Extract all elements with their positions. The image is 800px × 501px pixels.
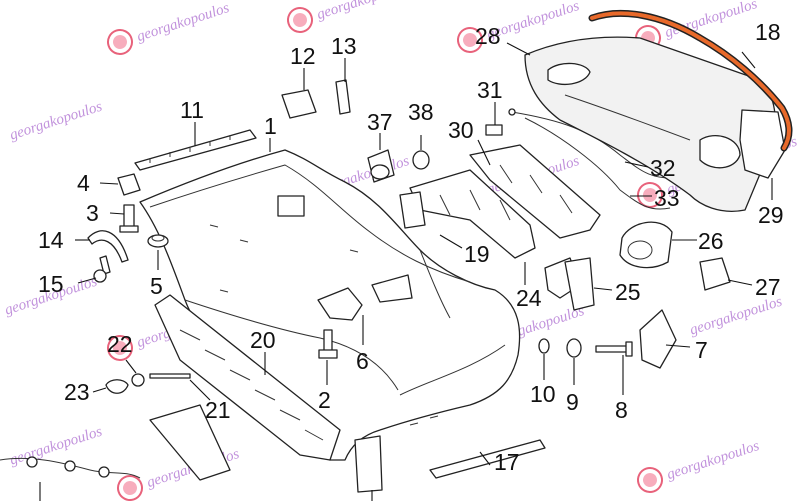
callout-28: 28 (475, 23, 501, 49)
callout-10: 10 (530, 381, 556, 407)
callout-2: 2 (318, 387, 331, 413)
cover-plate-part-12 (281, 89, 317, 119)
clip-bracket-upper (371, 274, 413, 303)
callout-17: 17 (494, 449, 520, 475)
callout-22: 22 (107, 331, 133, 357)
svg-text:georgakopoulos: georgakopoulos (688, 294, 784, 339)
callout-24: 24 (516, 285, 542, 311)
bracket-part-4 (117, 173, 141, 196)
callout-30: 30 (448, 117, 474, 143)
mount-part-27 (699, 257, 731, 291)
callout-15: 15 (38, 271, 64, 297)
callout-6: 6 (356, 348, 369, 374)
clip-part-13 (335, 79, 351, 115)
bolt-part-3 (119, 204, 139, 233)
reinforcement-part-20 (154, 294, 341, 461)
callout-29: 29 (758, 202, 784, 228)
washer-part-9 (566, 338, 582, 358)
bracket-part-21 (149, 404, 231, 481)
ring-part-38 (412, 150, 430, 170)
bolt-part-8 (595, 341, 633, 357)
bracket-part-7 (639, 309, 677, 369)
callout-38: 38 (408, 99, 434, 125)
svg-text:georgakopoulos: georgakopoulos (665, 438, 761, 483)
callout-14: 14 (38, 227, 64, 253)
callout-18: 18 (755, 19, 781, 45)
bracket-part-31 (485, 124, 503, 136)
callout-12: 12 (290, 43, 316, 69)
mounting-bracket-part-30 (409, 144, 601, 259)
exhaust-housing-part-26 (619, 221, 673, 269)
trim-strip-part-18-highlight (590, 11, 791, 150)
callout-37: 37 (367, 109, 393, 135)
sensor-part-37 (367, 149, 395, 183)
svg-text:georgakopoulos: georgakopoulos (135, 0, 231, 45)
clip-bracket-part-6 (317, 287, 363, 321)
callout-31: 31 (477, 77, 503, 103)
svg-text:georgakopoulos: georgakopoulos (663, 0, 759, 41)
callout-11: 11 (180, 97, 204, 123)
rivet-part-2 (318, 329, 338, 359)
exhaust-trim-part-29 (739, 109, 786, 179)
svg-text:georgakopoulos: georgakopoulos (315, 0, 411, 23)
callout-20: 20 (250, 327, 276, 353)
callout-13: 13 (331, 33, 357, 59)
lower-strip-part-17 (429, 439, 546, 479)
callout-9: 9 (566, 389, 579, 415)
callout-3: 3 (86, 200, 99, 226)
callout-25: 25 (615, 279, 641, 305)
callout-5: 5 (150, 273, 163, 299)
callout-21: 21 (205, 397, 231, 423)
lower-bracket (354, 435, 383, 493)
wiring-harness-bottom (0, 456, 141, 479)
sensor-bracket-part-14 (87, 230, 129, 263)
callout-27: 27 (755, 274, 781, 300)
bolt-part-23 (105, 379, 129, 394)
leader-lines (39, 42, 773, 501)
callout-19: 19 (464, 241, 490, 267)
svg-text:georgakopoulos: georgakopoulos (8, 99, 104, 144)
bracket-part-19 (399, 191, 426, 229)
callout-23: 23 (64, 379, 90, 405)
washer-part-10 (538, 338, 550, 354)
callout-1: 1 (264, 113, 277, 139)
callout-7: 7 (695, 337, 708, 363)
callout-32: 32 (650, 155, 676, 181)
washer-part-22 (131, 373, 145, 387)
callout-4: 4 (77, 170, 90, 196)
callout-33: 33 (654, 185, 680, 211)
guide-strip-part-11 (134, 129, 257, 171)
pin-part (149, 373, 191, 379)
callout-26: 26 (698, 228, 724, 254)
grommet-part-5 (147, 234, 169, 248)
callout-8: 8 (615, 397, 628, 423)
bracket-part-25 (564, 257, 595, 311)
callout-labels: 1 2 3 4 5 6 7 8 9 10 11 12 13 14 15 17 1… (38, 19, 784, 475)
screw-part-15 (93, 255, 111, 283)
diffuser-part-28 (524, 36, 776, 212)
